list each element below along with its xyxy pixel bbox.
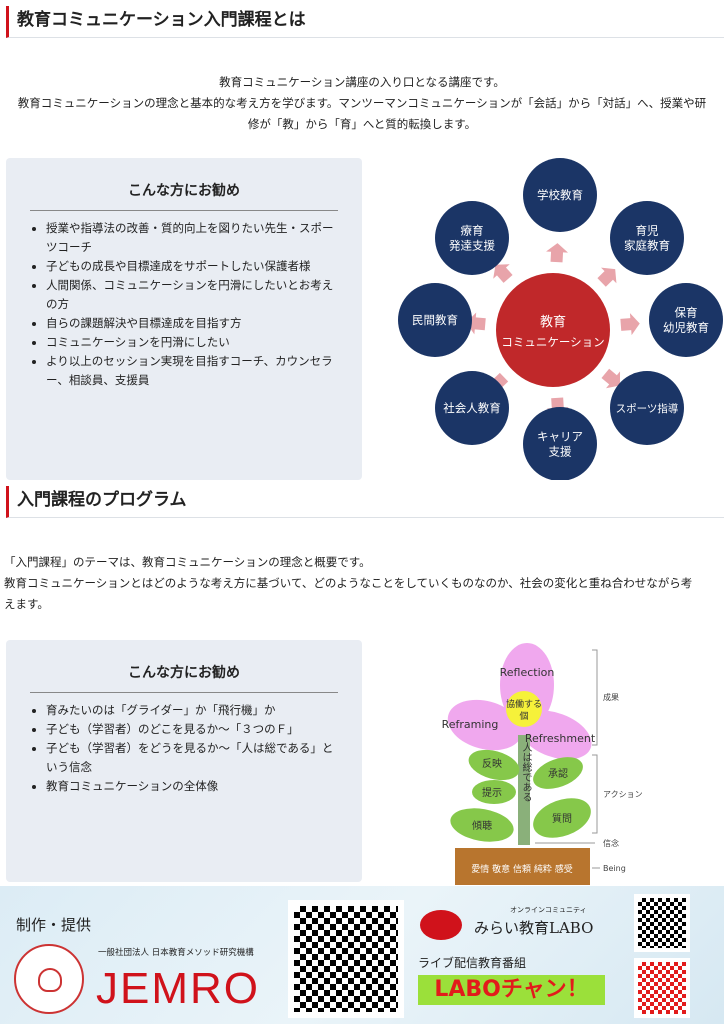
qr-code[interactable] — [288, 900, 404, 1018]
field-label: 家庭教育 — [624, 239, 670, 253]
intro-line: えます。 — [4, 597, 49, 611]
field-circle — [398, 283, 472, 357]
intro-line: 「入門課程」のテーマは、教育コミュニケーションの理念と概要です。 — [4, 555, 371, 569]
box-title: こんな方にお勧め — [128, 665, 240, 681]
petal-label: Refreshment — [525, 732, 596, 745]
field-label: 発達支援 — [449, 239, 495, 253]
field-label: 民間教育 — [412, 313, 458, 327]
intro-line: 教育コミュニケーションの理念と基本的な考え方を学びます。マンツーマンコミュニケー… — [17, 96, 707, 110]
section-heading: 教育コミュニケーション入門課程とは — [6, 6, 724, 38]
list-item: 教育コミュニケーションの全体像 — [46, 777, 342, 796]
intro-line: 修が「教」から「育」へと質的転換します。 — [247, 117, 477, 131]
field-circle — [610, 201, 684, 275]
list-item: 子ども（学習者）をどうを見るか〜「人は総である」という信念 — [46, 739, 342, 777]
flower-diagram: Reflection Reframing Refreshment 協働する 個 … — [442, 643, 643, 885]
community-small: オンラインコミュニティ — [510, 906, 587, 914]
list-item: 子どもの成長や目標達成をサポートしたい保護者様 — [46, 257, 342, 276]
labo-icon — [420, 910, 462, 940]
recommend-box: こんな方にお勧め 育みたいのは「グライダー」か「飛行機」か 子ども（学習者）のど… — [6, 640, 362, 882]
footer: 制作・提供 一般社団法人 日本教育メソッド研究機構 JEMRO オンラインコミュ… — [0, 886, 724, 1024]
jemro-seal — [14, 944, 84, 1014]
org-name: 一般社団法人 日本教育メソッド研究機構 — [98, 948, 254, 958]
intro-text: 教育コミュニケーション講座の入り口となる講座です。 教育コミュニケーションの理念… — [0, 72, 724, 135]
intro-line: 教育コミュニケーション講座の入り口となる講座です。 — [219, 75, 505, 89]
face-icon — [38, 968, 62, 992]
side-label: 成果 — [603, 692, 619, 702]
leaf-label: 傾聴 — [472, 819, 492, 832]
section-heading: 入門課程のプログラム — [6, 486, 724, 518]
center-label: 個 — [519, 710, 528, 722]
divider — [30, 692, 338, 693]
list-item: コミュニケーションを円滑にしたい — [46, 333, 342, 352]
arrow-icon — [620, 313, 640, 336]
field-label: 社会人教育 — [443, 401, 501, 415]
list-item: 育みたいのは「グライダー」か「飛行機」か — [46, 701, 342, 720]
recommend-box: こんな方にお勧め 授業や指導法の改善・質的向上を図りたい先生・スポーツコーチ 子… — [6, 158, 362, 480]
jemro-logo: JEMRO — [96, 964, 260, 1013]
intro-text: 「入門課程」のテーマは、教育コミュニケーションの理念と概要です。 教育コミュニケ… — [4, 552, 724, 615]
list-item: 子ども（学習者）のどこを見るか〜「３つのＦ」 — [46, 720, 342, 739]
petal-label: Reframing — [442, 718, 499, 731]
box-title: こんな方にお勧め — [128, 183, 240, 199]
qr-code[interactable] — [634, 958, 690, 1018]
stem-label: 人は総である — [520, 742, 531, 802]
list-item: 人間関係、コミュニケーションを円滑にしたいとお考えの方 — [46, 276, 342, 314]
side-label: 信念 — [603, 838, 619, 848]
field-label: 支援 — [549, 445, 572, 459]
side-label: アクション — [603, 790, 643, 799]
leaf-label: 承認 — [548, 767, 568, 780]
community-logo: みらい教育LABO — [474, 919, 594, 937]
list-item: より以上のセッション実現を目指すコーチ、カウンセラー、相談員、支援員 — [46, 352, 342, 390]
field-label: スポーツ指導 — [616, 402, 679, 415]
center-circle — [496, 273, 610, 387]
field-label: 育児 — [636, 224, 659, 238]
leaf-label: 反映 — [482, 758, 502, 770]
qr-code[interactable] — [634, 894, 690, 952]
list-item: 自らの課題解決や目標達成を目指す方 — [46, 314, 342, 333]
field-circle — [523, 407, 597, 480]
soil — [455, 848, 590, 885]
side-label: Being — [603, 864, 626, 873]
divider — [30, 210, 338, 211]
field-label: キャリア — [537, 430, 583, 444]
labo-channel-logo[interactable]: LABOチャン！ — [418, 975, 605, 1005]
center-label: 協働する — [506, 698, 542, 710]
arrow-icon — [601, 368, 621, 389]
center-label: 教育 — [540, 314, 566, 330]
petal — [447, 699, 523, 751]
petal — [518, 710, 592, 760]
leaf-label: 提示 — [482, 787, 502, 799]
roots-label: 愛情 敬意 信頼 純粋 感受 — [471, 863, 572, 875]
program-label: ライブ配信教育番組 — [418, 956, 527, 970]
field-circle — [649, 283, 723, 357]
leaf-label: 質問 — [552, 812, 572, 825]
list-item: 授業や指導法の改善・質的向上を図りたい先生・スポーツコーチ — [46, 219, 342, 257]
field-circle — [523, 158, 597, 232]
credit-label: 制作・提供 — [16, 916, 92, 934]
field-circle — [435, 371, 509, 445]
field-label: 学校教育 — [537, 188, 583, 202]
intro-line: 教育コミュニケーションとはどのような考え方に基づいて、どのようなことをしていくも… — [4, 576, 693, 590]
field-circle — [610, 371, 684, 445]
field-circle — [435, 201, 509, 275]
arrow-icon — [493, 264, 513, 283]
field-label: 保育 — [675, 306, 698, 320]
arrow-icon — [546, 243, 569, 263]
flower-center — [506, 691, 542, 727]
field-label: 療育 — [461, 224, 484, 238]
stem — [518, 735, 530, 845]
arrow-icon — [597, 267, 617, 287]
center-label: コミュニケーション — [501, 335, 604, 349]
field-label: 幼児教育 — [663, 321, 709, 335]
petal-label: Reflection — [500, 666, 555, 679]
